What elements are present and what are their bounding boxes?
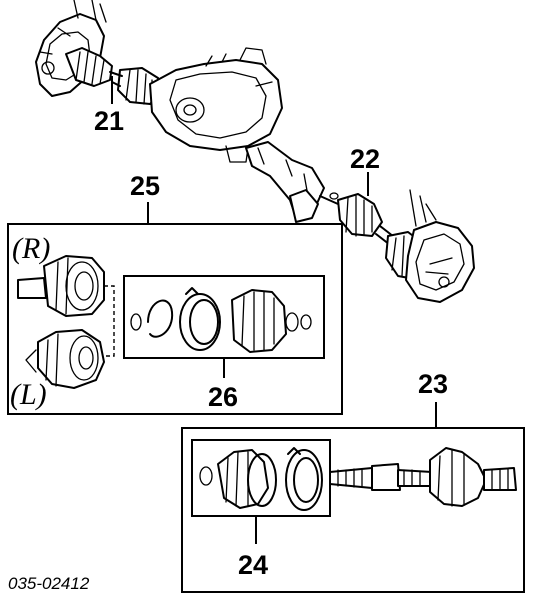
axle-assembly-illustration (35, 0, 475, 303)
differential-housing (149, 47, 283, 163)
kit-23-frame (181, 427, 525, 593)
band-clip (185, 287, 199, 295)
inner-boot (217, 449, 269, 509)
boot (231, 289, 287, 353)
callout-22: 22 (350, 144, 380, 174)
callout-23: 23 (418, 369, 448, 399)
cv-joint-left (25, 329, 105, 389)
callout-24: 24 (238, 550, 268, 580)
inner-boot-kit-parts (199, 447, 323, 511)
side-label-right: (R) (12, 232, 50, 265)
boot-band-small (285, 312, 299, 332)
connector-dashed (104, 285, 115, 357)
boot-kit-parts (130, 287, 312, 353)
callout-25: 25 (130, 171, 160, 201)
drive-shaft (329, 447, 517, 507)
kit-26-frame (123, 275, 325, 359)
left-cv-boots (65, 47, 199, 113)
cv-joint-right (17, 255, 105, 317)
small-clip (130, 313, 142, 331)
outer-cv-joint (429, 447, 487, 507)
right-axle-tube (245, 141, 325, 223)
right-knuckle-hub (405, 189, 475, 303)
callout-26: 26 (208, 382, 238, 412)
side-label-left: (L) (10, 378, 47, 411)
diagram-code: 035-02412 (8, 574, 90, 593)
boot-band-large (179, 293, 221, 351)
inner-boot-band (285, 449, 323, 511)
snap-ring (147, 299, 174, 338)
callout-21: 21 (94, 106, 124, 136)
kit-25-frame (7, 223, 343, 415)
